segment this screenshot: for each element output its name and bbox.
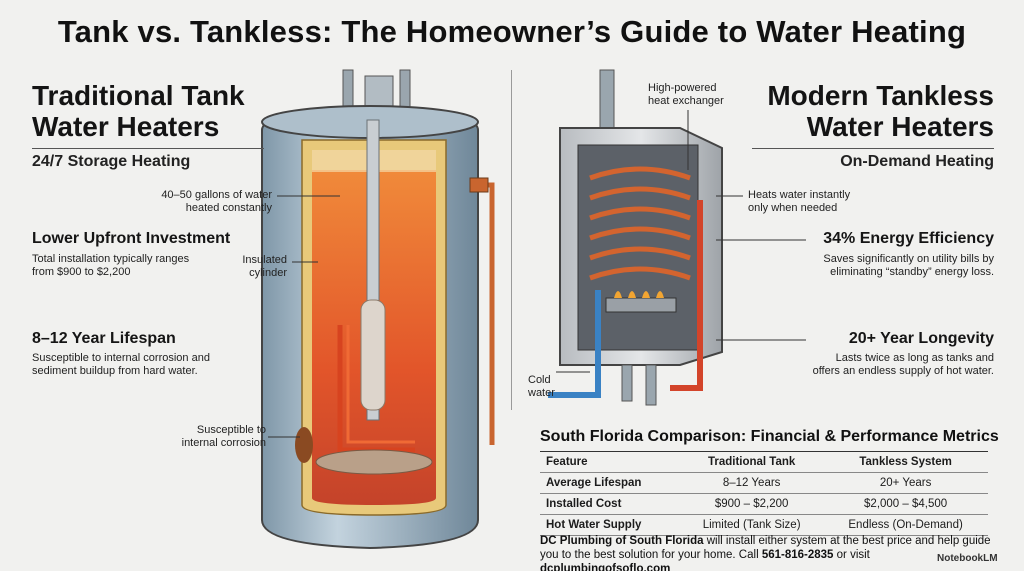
table-cell: Hot Water Supply bbox=[540, 514, 681, 536]
tank-heading-line2: Water Heaters bbox=[32, 111, 220, 142]
footer-mid: will install either system at the best p… bbox=[540, 535, 991, 561]
comparison-table: Feature Traditional Tank Tankless System… bbox=[540, 451, 988, 536]
tankless-heading-line1: Modern Tankless bbox=[767, 80, 994, 111]
callout-exchanger: High-powered heat exchanger bbox=[648, 82, 724, 107]
tank-heading-rule bbox=[32, 148, 264, 149]
table-title: South Florida Comparison: Financial & Pe… bbox=[540, 428, 999, 445]
tank-heading: Traditional Tank Water Heaters bbox=[32, 80, 245, 142]
tankless-cold-pipe bbox=[548, 290, 601, 398]
tankless-heater-illustration bbox=[548, 69, 723, 406]
table-row: Installed Cost $900 – $2,200 $2,000 – $4… bbox=[540, 493, 988, 515]
table-row: Hot Water Supply Limited (Tank Size) End… bbox=[540, 514, 988, 536]
tankless-hot-pipe bbox=[670, 200, 703, 391]
tank-relief-pipe bbox=[478, 182, 495, 445]
table-cell: Average Lifespan bbox=[540, 472, 681, 494]
tank-subheading: 24/7 Storage Heating bbox=[32, 153, 191, 170]
table-cell: Installed Cost bbox=[540, 493, 681, 515]
lifespan-heading: 8–12 Year Lifespan bbox=[32, 330, 176, 347]
table-header: Traditional Tank bbox=[680, 451, 824, 473]
callout-leaders bbox=[268, 110, 806, 438]
tankless-heading: Modern Tankless Water Heaters bbox=[730, 80, 994, 142]
efficiency-text: Saves significantly on utility bills by … bbox=[823, 253, 994, 278]
tank-heading-line1: Traditional Tank bbox=[32, 80, 245, 111]
table-row: Average Lifespan 8–12 Years 20+ Years bbox=[540, 472, 988, 494]
tank-anode-rod bbox=[360, 299, 386, 411]
efficiency-heading: 34% Energy Efficiency bbox=[823, 230, 994, 247]
tankless-heading-rule bbox=[752, 148, 994, 149]
longevity-heading: 20+ Year Longevity bbox=[848, 330, 994, 347]
footer-phone[interactable]: 561-816-2835 bbox=[761, 549, 834, 561]
table-cell: 8–12 Years bbox=[680, 472, 824, 494]
cost-heading: Lower Upfront Investment bbox=[32, 230, 231, 247]
table-header-row: Feature Traditional Tank Tankless System bbox=[540, 451, 988, 473]
table-header: Feature bbox=[540, 451, 681, 473]
tank-heater-illustration bbox=[261, 69, 495, 550]
footer-website-link[interactable]: dcplumbingofsoflo.com bbox=[540, 563, 671, 571]
longevity-text: Lasts twice as long as tanks and offers … bbox=[812, 352, 994, 377]
callout-cold-water: Cold water bbox=[528, 374, 555, 399]
footer-or: or visit bbox=[833, 549, 870, 561]
table-cell: 20+ Years bbox=[823, 472, 988, 494]
table-cell: $900 – $2,200 bbox=[680, 493, 824, 515]
callout-instant: Heats water instantly only when needed bbox=[748, 189, 851, 214]
footer-company: DC Plumbing of South Florida bbox=[540, 535, 704, 547]
footer-text: DC Plumbing of South Florida will instal… bbox=[540, 534, 998, 571]
table-cell: $2,000 – $4,500 bbox=[823, 493, 988, 515]
table-cell: Endless (On-Demand) bbox=[823, 514, 988, 536]
callout-gallons: 40–50 gallons of water heated constantly bbox=[161, 189, 272, 214]
tankless-subheading: On-Demand Heating bbox=[840, 153, 994, 170]
tank-sediment bbox=[315, 449, 433, 475]
callout-corrosion: Susceptible to internal corrosion bbox=[181, 424, 266, 449]
lifespan-text: Susceptible to internal corrosion and se… bbox=[32, 352, 210, 377]
tankless-heat-exchanger bbox=[589, 166, 691, 281]
page-title: Tank vs. Tankless: The Homeowner’s Guide… bbox=[57, 14, 967, 49]
callout-cylinder: Insulated cylinder bbox=[242, 254, 287, 279]
cost-text: Total installation typically ranges from… bbox=[32, 253, 190, 278]
table-header: Tankless System bbox=[823, 451, 988, 473]
notebooklm-badge: NotebookLM bbox=[937, 553, 998, 564]
table-cell: Limited (Tank Size) bbox=[680, 514, 824, 536]
section-divider bbox=[511, 70, 512, 410]
tank-corrosion-spot bbox=[295, 427, 313, 463]
tankless-burner bbox=[605, 297, 677, 313]
tankless-vent-pipe bbox=[599, 69, 615, 133]
tankless-flames bbox=[614, 291, 664, 298]
tankless-heading-line2: Water Heaters bbox=[806, 111, 994, 142]
